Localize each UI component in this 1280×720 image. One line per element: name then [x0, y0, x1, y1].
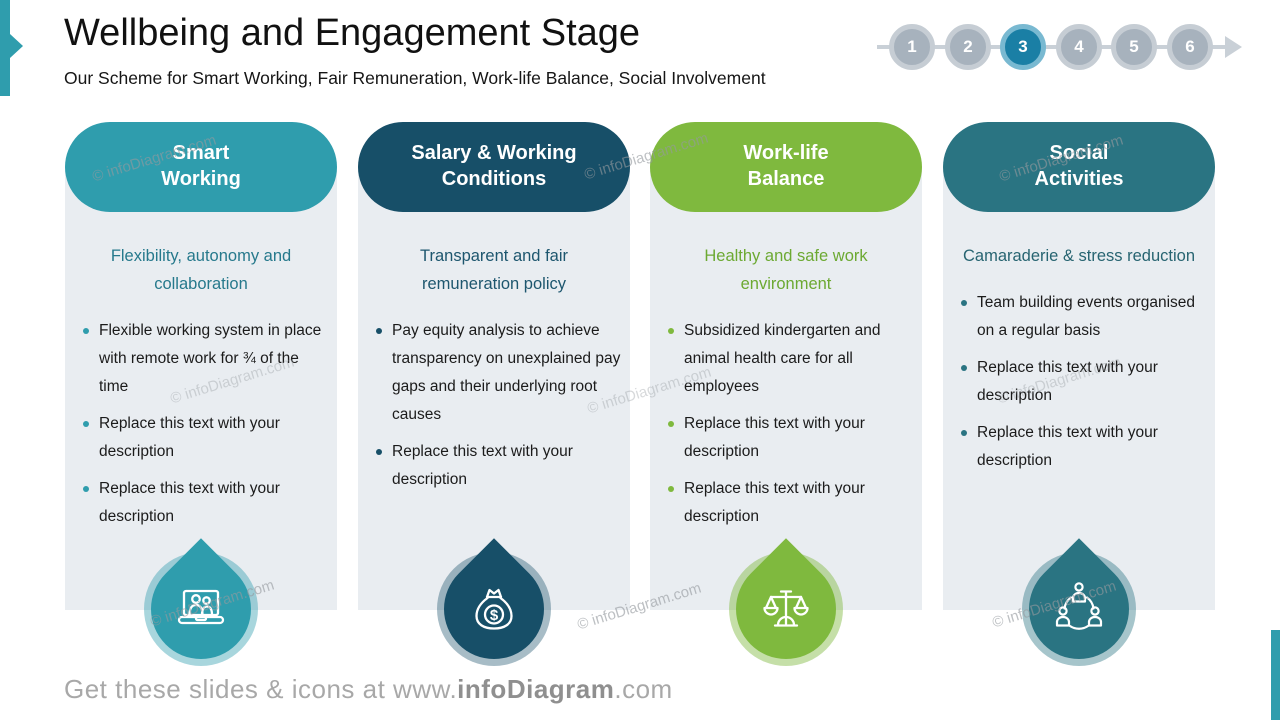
- bullet-item: Team building events organised on a regu…: [961, 289, 1207, 345]
- bullet-item: Pay equity analysis to achieve transpare…: [376, 317, 622, 429]
- stepper-step-3-active[interactable]: 3: [1000, 24, 1046, 70]
- balance-scale-icon: [763, 590, 809, 627]
- step-number: 2: [963, 37, 973, 56]
- stepper-arrow-icon: [1225, 36, 1242, 58]
- column-header-pill: Smart Working: [65, 122, 337, 212]
- bullet-list: Team building events organised on a regu…: [957, 289, 1207, 475]
- stepper-step-1[interactable]: 1: [889, 24, 935, 70]
- column-work-life-balance: Healthy and safe work environment Subsid…: [650, 0, 922, 720]
- column-header-pill: Social Activities: [943, 122, 1215, 212]
- footer-prefix: Get these slides & icons at www.: [64, 674, 458, 704]
- step-number: 1: [907, 37, 917, 56]
- bullet-item: Replace this text with your description: [961, 419, 1207, 475]
- stepper-line: [877, 45, 1227, 49]
- left-accent-chevron-icon: [10, 34, 23, 58]
- column-body-panel: Flexibility, autonomy and collaboration …: [65, 167, 337, 610]
- footer-suffix: .com: [614, 674, 673, 704]
- stepper-step-5[interactable]: 5: [1111, 24, 1157, 70]
- bullet-list: Pay equity analysis to achieve transpare…: [372, 317, 622, 494]
- column-social-activities: Camaraderie & stress reduction Team buil…: [943, 0, 1215, 720]
- bullet-item: Replace this text with your description: [961, 354, 1207, 410]
- step-number: 6: [1185, 37, 1195, 56]
- droplet-badge: $: [423, 535, 565, 680]
- svg-text:$: $: [490, 607, 499, 624]
- droplet-badge: [130, 535, 272, 680]
- laptop-video-call-icon: [177, 589, 225, 625]
- column-subtitle: Camaraderie & stress reduction: [962, 247, 1195, 265]
- bullet-item: Replace this text with your description: [668, 410, 914, 466]
- bullet-list: Flexible working system in place with re…: [79, 317, 329, 531]
- bullet-item: Replace this text with your description: [376, 438, 622, 494]
- column-smart-working: Flexibility, autonomy and collaboration …: [65, 0, 337, 720]
- left-accent-bar: [0, 0, 10, 96]
- column-header-pill: Salary & Working Conditions: [358, 122, 630, 212]
- column-subtitle: Flexibility, autonomy and collaboration: [110, 247, 292, 293]
- bottom-right-accent-bar: [1271, 630, 1280, 720]
- stepper-step-2[interactable]: 2: [945, 24, 991, 70]
- bullet-list: Subsidized kindergarten and animal healt…: [664, 317, 914, 531]
- bullet-item: Flexible working system in place with re…: [83, 317, 329, 401]
- team-network-icon: [1055, 582, 1103, 630]
- column-subtitle: Transparent and fair remuneration policy: [420, 247, 568, 293]
- droplet-badge: [1008, 535, 1150, 680]
- footer-brand: infoDiagram: [457, 674, 615, 704]
- stepper-step-4[interactable]: 4: [1056, 24, 1102, 70]
- column-header-pill: Work-life Balance: [650, 122, 922, 212]
- bullet-item: Replace this text with your description: [83, 475, 329, 531]
- bullet-item: Replace this text with your description: [668, 475, 914, 531]
- page-title: Wellbeing and Engagement Stage: [64, 12, 641, 54]
- page-subtitle: Our Scheme for Smart Working, Fair Remun…: [64, 68, 766, 88]
- stepper-step-6[interactable]: 6: [1167, 24, 1213, 70]
- step-number: 4: [1074, 37, 1084, 56]
- column-body-panel: Healthy and safe work environment Subsid…: [650, 167, 922, 610]
- step-number: 5: [1129, 37, 1139, 56]
- footer-credit: Get these slides & icons at www.infoDiag…: [64, 674, 673, 705]
- column-subtitle: Healthy and safe work environment: [704, 247, 868, 293]
- column-body-panel: Camaraderie & stress reduction Team buil…: [943, 167, 1215, 610]
- droplet-badge: [715, 535, 857, 680]
- money-bag-icon: $: [475, 588, 513, 630]
- bullet-item: Replace this text with your description: [83, 410, 329, 466]
- bullet-item: Subsidized kindergarten and animal healt…: [668, 317, 914, 401]
- column-salary-working-conditions: Transparent and fair remuneration policy…: [358, 0, 630, 720]
- progress-stepper: 1 2 3 4 5 6: [877, 24, 1249, 71]
- step-number: 3: [1018, 37, 1028, 56]
- column-body-panel: Transparent and fair remuneration policy…: [358, 167, 630, 610]
